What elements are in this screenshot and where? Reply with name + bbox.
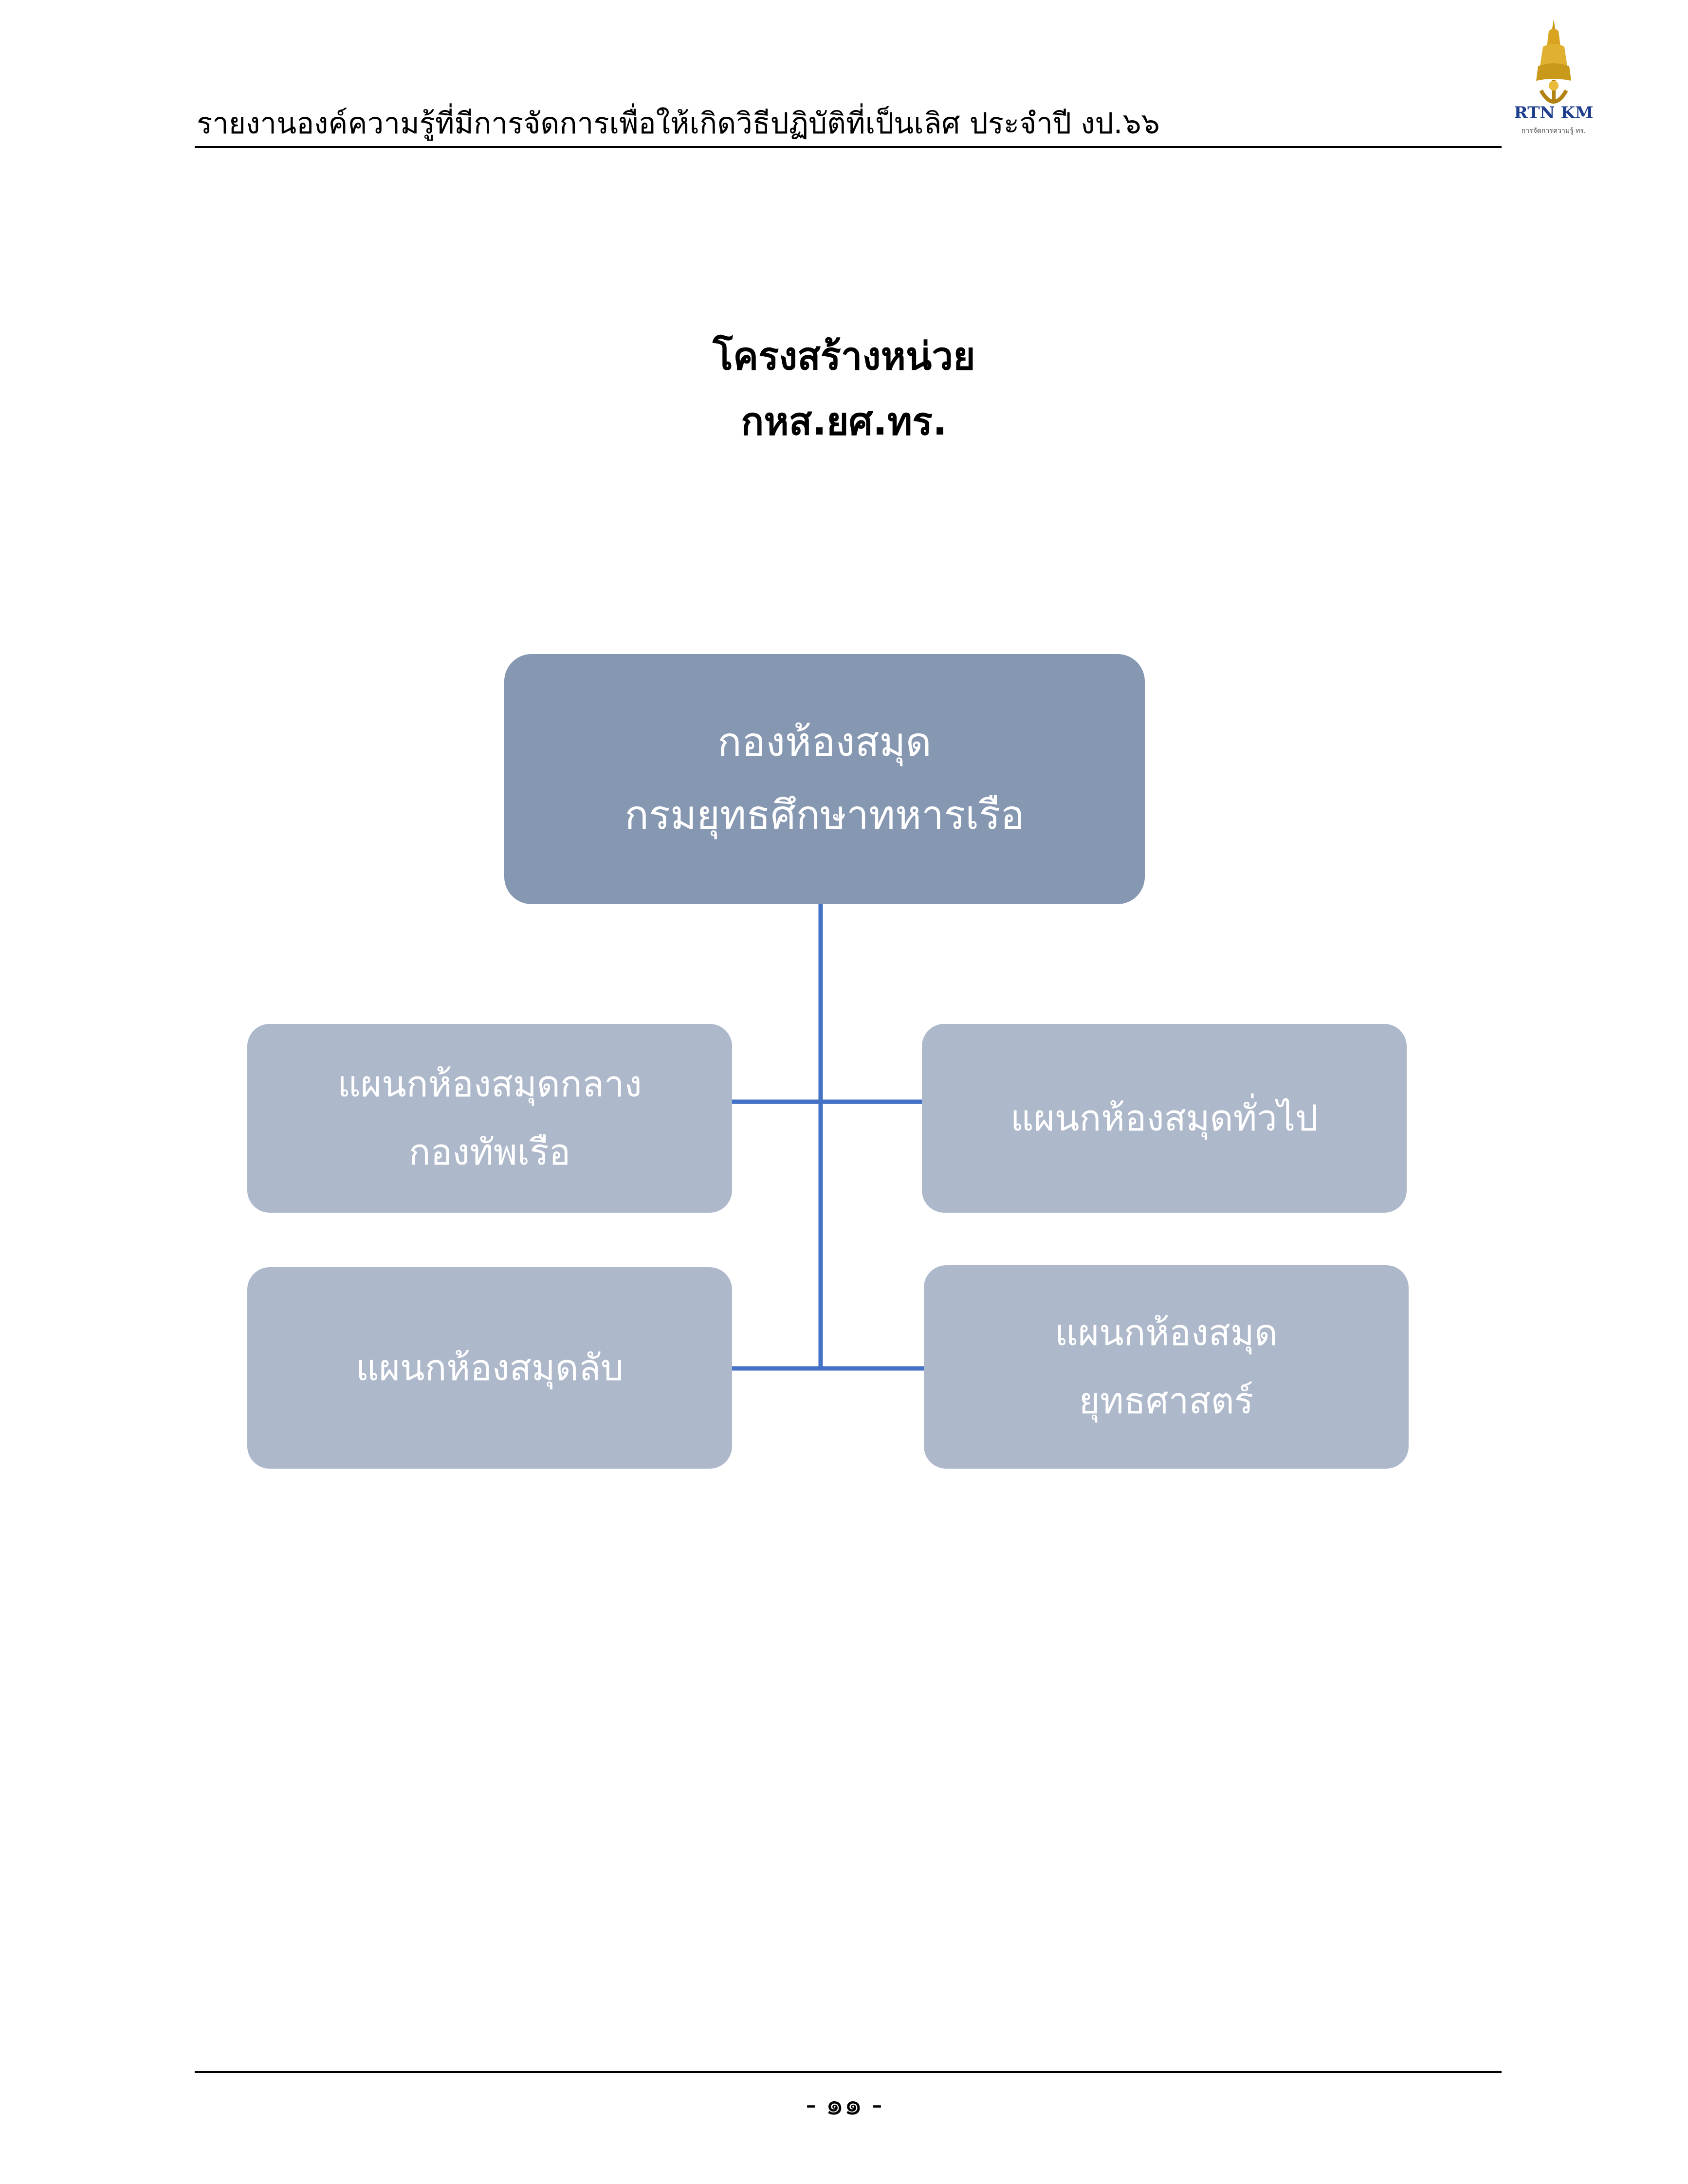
rtn-km-logo <box>1536 19 1571 104</box>
header-rule <box>195 146 1502 148</box>
page-subtitle: กหส.ยศ.ทร. <box>741 400 947 444</box>
footer-rule <box>195 2071 1502 2073</box>
node-label-line1: แผนกห้องสมุดทั่วไป <box>1010 1097 1319 1139</box>
org-node-general-library: แผนกห้องสมุดทั่วไป <box>922 1024 1407 1213</box>
node-label-line2: ยุทธศาสตร์ <box>1079 1380 1254 1422</box>
page-title: โครงสร้างหน่วย <box>713 335 975 379</box>
node-label-line1: แผนกห้องสมุดลับ <box>355 1347 624 1389</box>
report-header-title: รายงานองค์ความรู้ที่มีการจัดการเพื่อให้เ… <box>197 107 1160 141</box>
logo-subtext: การจัดการความรู้ ทร. <box>1521 127 1586 135</box>
node-label-line1: แผนกห้องสมุดกลาง <box>337 1063 642 1105</box>
org-node-library-division: กองห้องสมุด กรมยุทธศึกษาทหารเรือ <box>504 654 1145 904</box>
logo-text: RTN KM <box>1514 103 1594 123</box>
node-label-line1: กองห้องสมุด <box>717 719 932 765</box>
page-number: - ๑๑ - <box>806 2088 882 2122</box>
node-label-line1: แผนกห้องสมุด <box>1055 1312 1278 1354</box>
node-label-line2: กรมยุทธศึกษาทหารเรือ <box>624 792 1025 838</box>
org-node-central-library: แผนกห้องสมุดกลาง กองทัพเรือ <box>247 1024 732 1213</box>
node-label-line2: กองทัพเรือ <box>408 1131 571 1173</box>
org-node-classified-library: แผนกห้องสมุดลับ <box>247 1267 732 1469</box>
org-node-strategy-library: แผนกห้องสมุด ยุทธศาสตร์ <box>924 1265 1409 1469</box>
